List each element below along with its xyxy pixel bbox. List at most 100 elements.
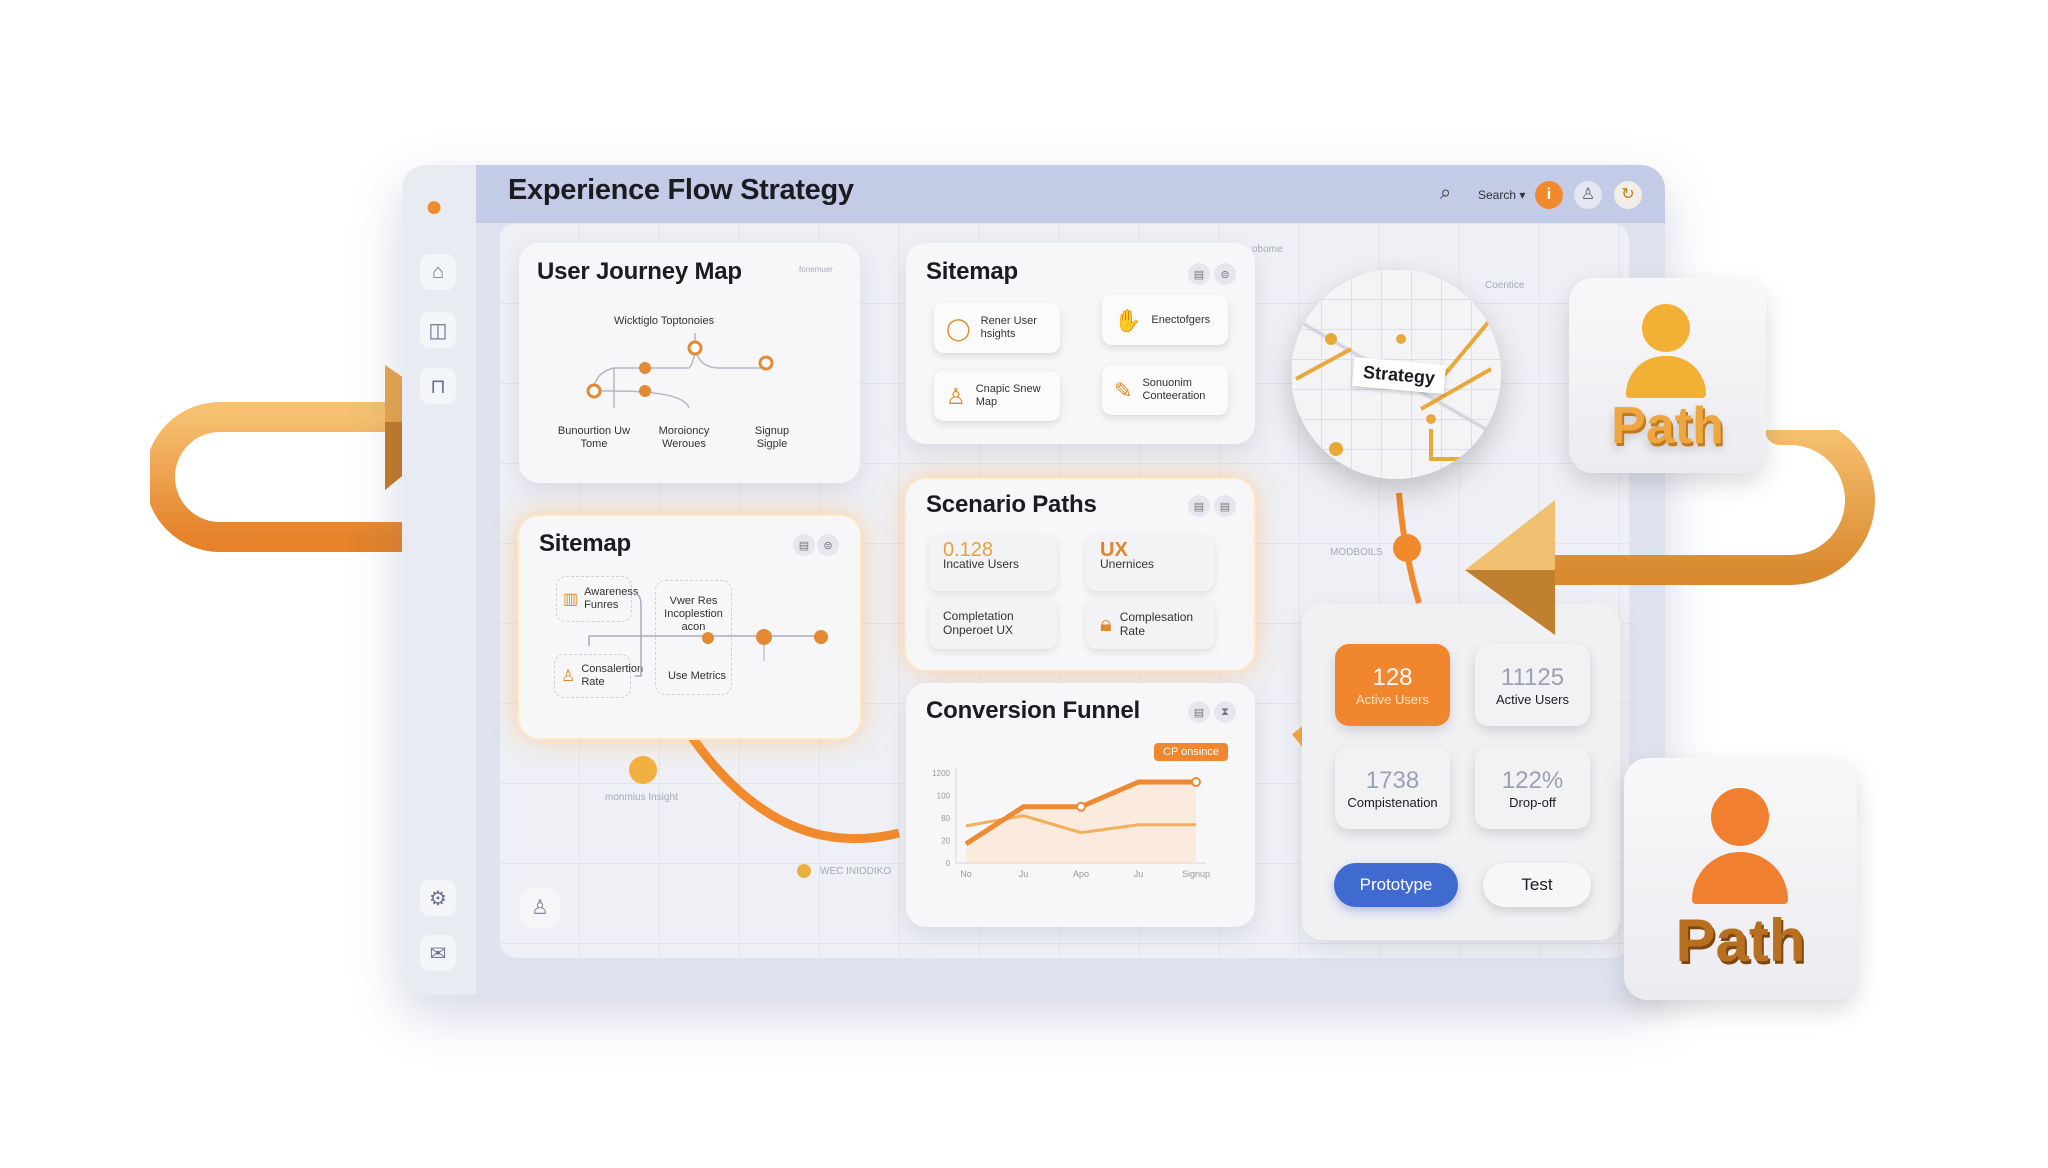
info-icon[interactable]: i [1535, 181, 1563, 209]
document-icon[interactable]: ▤ [1188, 263, 1210, 285]
user-icon[interactable]: ♙ [1574, 181, 1602, 209]
data-point [1138, 824, 1139, 826]
lock-icon[interactable]: ⊓ [420, 368, 456, 404]
settings-icon[interactable]: ⚙ [420, 880, 456, 916]
search-dropdown[interactable]: Search ▾ [1478, 188, 1526, 202]
tile-label: Unernices [1100, 557, 1155, 571]
user-icon: ♙ [561, 667, 576, 685]
copy-icon[interactable]: ▤ [1188, 495, 1210, 517]
user-icon: ♙ [946, 383, 966, 409]
layers-icon[interactable]: ⊜ [817, 534, 839, 556]
sitemap-node[interactable]: Vwer Res Incoplestion acon [655, 580, 732, 695]
metric-value: 1738 [1365, 766, 1420, 794]
document-icon[interactable]: ▤ [1214, 495, 1236, 517]
tile-label: Incative Users [943, 557, 1020, 571]
mail-icon[interactable]: ✉ [420, 935, 456, 971]
user-journey-card: User Journey Map fonemuer Wicktiglo Topt… [519, 243, 860, 483]
node-label: Awareness Funres [584, 586, 639, 611]
search-icon[interactable]: ⌕ [1440, 182, 1452, 204]
data-point [965, 825, 967, 827]
metric-label: Active Users [1356, 691, 1429, 707]
person-icon-body [1626, 356, 1706, 398]
document-icon[interactable]: ▤ [793, 534, 815, 556]
area-fill [966, 782, 1196, 863]
path-card[interactable]: Path [1569, 278, 1766, 473]
metric-card[interactable]: 122%Drop-off [1475, 747, 1590, 829]
journey-top-label: Wicktiglo Toptonoies [614, 315, 715, 327]
tile-label: Completation Onperoet UX [943, 609, 1014, 637]
path-word: Path [1675, 907, 1806, 974]
node-label: Vwer Res Incoplestion acon [664, 595, 723, 633]
sitemap-card: Sitemap ▤ ⊜ ◯Rener User hsights ✋Enectof… [906, 243, 1255, 444]
profile-icon[interactable]: ● [425, 190, 444, 223]
metric-label: Compistenation [1347, 794, 1438, 810]
tile-value: 0.128 [943, 539, 994, 561]
path-card[interactable]: Path [1624, 758, 1857, 1000]
map-label: obome [1252, 244, 1283, 255]
scenario-tile[interactable]: Completation Onperoet UX [929, 599, 1057, 649]
data-point [1076, 801, 1086, 812]
pencil-icon: ✎ [1114, 377, 1133, 403]
y-tick-label: 80 [941, 814, 950, 823]
sitemap-node[interactable]: ♙ Cnapic Snew Map [934, 371, 1060, 421]
card-title: Sitemap [539, 530, 631, 557]
journey-step: Moroioncy Weroues [658, 425, 710, 450]
x-tick-label: Ju [1019, 869, 1029, 879]
journey-step: Bunourtion Uw Tome [557, 425, 631, 450]
data-point [1138, 781, 1139, 783]
refresh-icon[interactable]: ↻ [1614, 181, 1642, 209]
test-button[interactable]: Test [1483, 863, 1591, 907]
document-icon[interactable]: ▤ [1188, 701, 1210, 723]
x-tick-label: Ju [1134, 869, 1144, 879]
page-title: Experience Flow Strategy [508, 174, 854, 206]
path-word: Path [1611, 397, 1724, 455]
journey-step: Signup Sigple [754, 425, 790, 450]
map-label: Coentice [1485, 280, 1525, 291]
person-icon [1642, 304, 1690, 352]
download-icon[interactable] [797, 864, 811, 878]
x-tick-label: Apo [1073, 869, 1089, 879]
sitemap-node[interactable]: ◯Rener User hsights [934, 303, 1060, 353]
sitemap-flow-card: Sitemap ▤ ⊜ ▥Awareness Funres Vwer Res I… [519, 516, 860, 738]
metric-value: 128 [1372, 663, 1413, 691]
prototype-button[interactable]: Prototype [1334, 863, 1458, 907]
home-icon[interactable]: ⌂ [420, 254, 456, 290]
node-label: Consalertion Rate [581, 663, 644, 688]
y-tick-label: 20 [941, 837, 950, 846]
chat-icon[interactable]: ◫ [420, 312, 456, 348]
data-point [1195, 824, 1197, 826]
filter-icon[interactable]: ⧗ [1214, 701, 1236, 723]
scenario-tile[interactable]: 🔒︎Complesation Rate [1086, 599, 1214, 649]
sitemap-node[interactable]: ♙ Consalertion Rate [554, 654, 643, 698]
y-tick-label: 100 [937, 792, 951, 801]
sitemap-node[interactable]: ▥Awareness Funres [556, 576, 638, 622]
data-point [1191, 777, 1201, 787]
layers-icon[interactable]: ⊜ [1214, 263, 1236, 285]
insight-label: monmius Insight [605, 792, 678, 803]
journey-flow [586, 333, 774, 409]
node-label: Sonuonim Conteeration [1142, 377, 1206, 402]
data-point [1023, 806, 1024, 808]
person-icon-body [1692, 852, 1788, 904]
person-icon [1711, 788, 1769, 846]
sitemap-node[interactable]: ✋Enectofgers [1102, 295, 1228, 345]
header-bar [476, 165, 1665, 223]
sitemap-flow-lines [588, 593, 828, 677]
node-label: Cnapic Snew Map [975, 383, 1041, 408]
right-arrow-decoration [1465, 430, 1875, 635]
bulb-icon: ◯ [946, 315, 971, 341]
sitemap-node[interactable]: ✎ Sonuonim Conteeration [1102, 365, 1228, 415]
insight-dot[interactable] [629, 756, 657, 784]
strategy-disc[interactable]: Strategy [1291, 269, 1501, 479]
card-title: Sitemap [926, 258, 1018, 285]
avatar-button[interactable]: ♙ [520, 888, 560, 928]
map-label: WEC INIODIKO [820, 866, 892, 877]
chart-annotation: CP onsince [1154, 743, 1229, 761]
